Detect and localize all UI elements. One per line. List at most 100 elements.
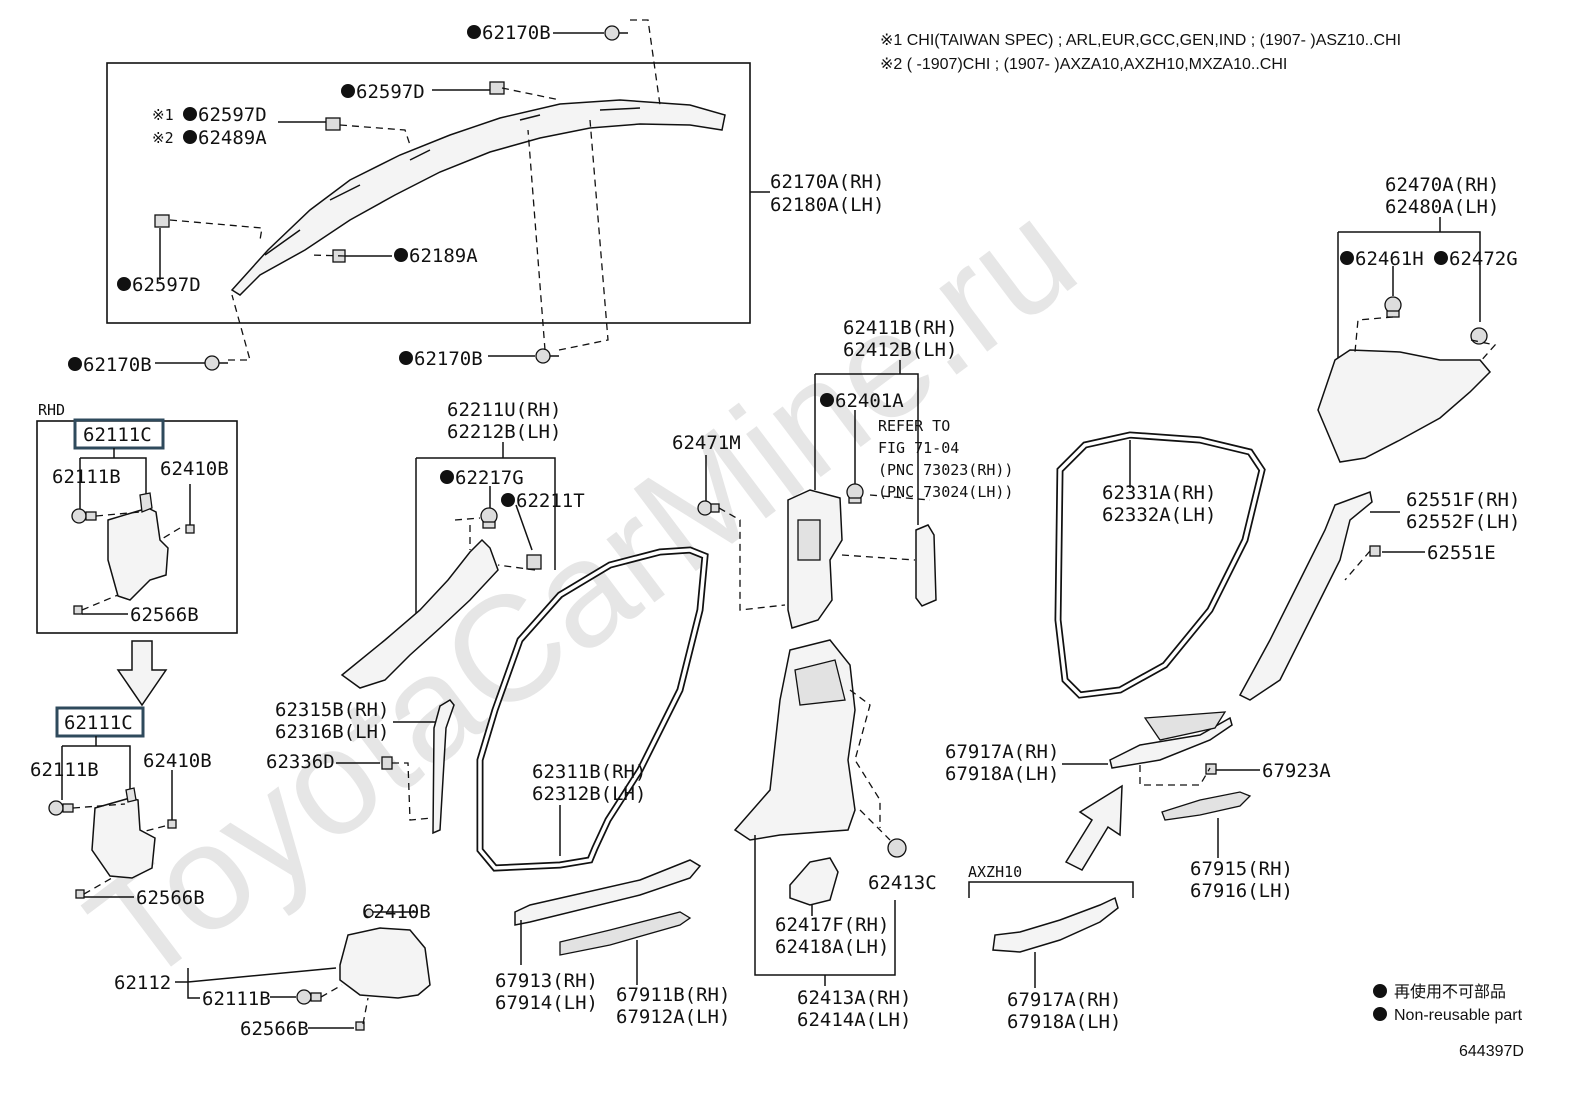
label-62189A: 62189A [409, 245, 478, 267]
axzh10-label: AXZH10 [968, 863, 1022, 881]
clip-62211T[interactable] [526, 554, 542, 570]
diagram-id: 644397D [1459, 1043, 1524, 1060]
dash-67923A [1139, 765, 1211, 786]
label-62566B-b: 62566B [136, 887, 205, 909]
clip-62597D-left[interactable] [154, 214, 170, 228]
clip-62401A[interactable] [846, 483, 864, 504]
dash-62471M [718, 507, 786, 611]
leader-62211T [515, 504, 533, 551]
clip-62461H[interactable] [1384, 296, 1402, 318]
dash-center-lower [849, 689, 891, 841]
label-62111B-c: 62111B [202, 988, 271, 1010]
bolt-62170B-mid[interactable] [535, 348, 559, 364]
refer-line-2: FIG 71-04 [878, 439, 959, 457]
clip-62336D[interactable] [381, 756, 393, 770]
label-62180A: 62180A(LH) [770, 194, 884, 216]
label-62111B-a: 62111B [52, 466, 121, 488]
label-62552F: 62552F(LH) [1406, 511, 1520, 533]
clip-62111B-b[interactable] [48, 800, 74, 816]
clip-62566B-c[interactable] [355, 1021, 365, 1031]
clip-62410B-c[interactable] [364, 908, 374, 918]
clip-62566B-b[interactable] [75, 889, 85, 899]
arrow-down [116, 640, 168, 707]
rhd-label: RHD [38, 401, 65, 419]
clip-62413C[interactable] [887, 838, 907, 858]
label-62551E: 62551E [1427, 542, 1496, 564]
leaders-62413A [754, 835, 896, 986]
cowl-tab-b [125, 787, 137, 803]
clip-62472G[interactable] [1470, 327, 1488, 345]
leaders-62211U [415, 442, 556, 620]
leaders-sill [520, 920, 638, 985]
bolt-62170B-top[interactable] [604, 25, 628, 41]
label-62480A: 62480A(LH) [1385, 196, 1499, 218]
leaders-62470A [1337, 217, 1481, 420]
cowl-panel-a[interactable] [107, 507, 169, 601]
weatherstrip-62315B[interactable] [432, 699, 455, 835]
cowl-tab-a [139, 492, 153, 513]
door-seal-front-inner [478, 548, 707, 870]
refer-line-1: REFER TO [878, 417, 950, 435]
rhd-leaders-b [61, 736, 173, 820]
label-62111C-a: 62111C [83, 424, 152, 446]
label-62417F: 62417F(RH) [775, 914, 889, 936]
note-2: ※2 ( -1907)CHI ; (1907- )AXZA10,AXZH10,M… [880, 56, 1287, 73]
label-62311B: 62311B(RH) [532, 761, 646, 783]
label-62566B-c: 62566B [240, 1018, 309, 1040]
label-62418A: 62418A(LH) [775, 936, 889, 958]
label-62472G: 62472G [1449, 248, 1518, 270]
rear-scuff-plate-axzh10[interactable] [992, 896, 1119, 953]
bolt-62170B-left[interactable] [204, 355, 228, 371]
rear-pillar-garnish[interactable] [1238, 490, 1373, 701]
label-62401A: 62401A [835, 390, 904, 412]
label-62471M: 62471M [672, 432, 741, 454]
label-62211U: 62211U(RH) [447, 399, 561, 421]
scuff-plate-67915[interactable] [1161, 791, 1252, 821]
legend-en: Non-reusable part [1394, 1007, 1523, 1024]
arrow-up-right [1064, 784, 1123, 871]
seatbelt-anchor-cover[interactable] [915, 524, 937, 607]
clip-62410B-a[interactable] [185, 524, 195, 534]
clip-62551E[interactable] [1369, 545, 1381, 557]
label-62489A: 62489A [198, 127, 267, 149]
rhd-dashes-b [72, 803, 166, 895]
door-seal-rear-inner [1056, 433, 1264, 697]
scuff-plate-67911B[interactable] [559, 911, 692, 956]
airbag-detail [264, 107, 641, 256]
cowl-panel-62112[interactable] [339, 927, 431, 999]
clip-67923A[interactable] [1205, 763, 1217, 775]
clip-62566B-a[interactable] [73, 605, 83, 615]
legend-dot-en [1373, 1007, 1387, 1021]
clip-62111B-a[interactable] [71, 508, 97, 524]
curtain-airbag-part[interactable] [230, 99, 726, 296]
label-62413C: 62413C [868, 872, 937, 894]
label-67911B: 67911B(RH) [616, 984, 730, 1006]
rear-scuff-plate-a[interactable] [1109, 716, 1233, 769]
label-62597D-c: 62597D [132, 274, 201, 296]
a-pillar-garnish[interactable] [340, 538, 499, 689]
dash-quarter-upper [1354, 316, 1497, 363]
clip-62597D-mid[interactable] [325, 117, 341, 131]
clip-62111B-c[interactable] [296, 989, 322, 1005]
label-62597D-a: 62597D [356, 81, 425, 103]
label-62315B: 62315B(RH) [275, 699, 389, 721]
label-62566B-a: 62566B [130, 604, 199, 626]
seat-belt-cover-62417F[interactable] [789, 857, 839, 906]
refer-line-4: (PNC 73024(LH)) [878, 483, 1013, 501]
highlight-62111C-a [73, 418, 165, 450]
clip-62410B-b[interactable] [167, 819, 177, 829]
clip-62597D-top[interactable] [489, 81, 505, 95]
label-62211T: 62211T [516, 490, 585, 512]
label-67918A-a: 67918A(LH) [945, 763, 1059, 785]
label-62551F: 62551F(RH) [1406, 489, 1520, 511]
clip-62471M[interactable] [697, 500, 720, 516]
label-62212B: 62212B(LH) [447, 421, 561, 443]
label-62170B-left: 62170B [83, 354, 152, 376]
quarter-trim-upper[interactable] [1317, 349, 1492, 463]
label-62410B-a: 62410B [160, 458, 229, 480]
label-62331A: 62331A(RH) [1102, 482, 1216, 504]
clip-62217G[interactable] [480, 507, 498, 529]
scuff-plate-67913[interactable] [514, 859, 702, 926]
mark-2: ※2 [152, 129, 174, 147]
rear-scuff-plate-upper [1143, 711, 1227, 741]
